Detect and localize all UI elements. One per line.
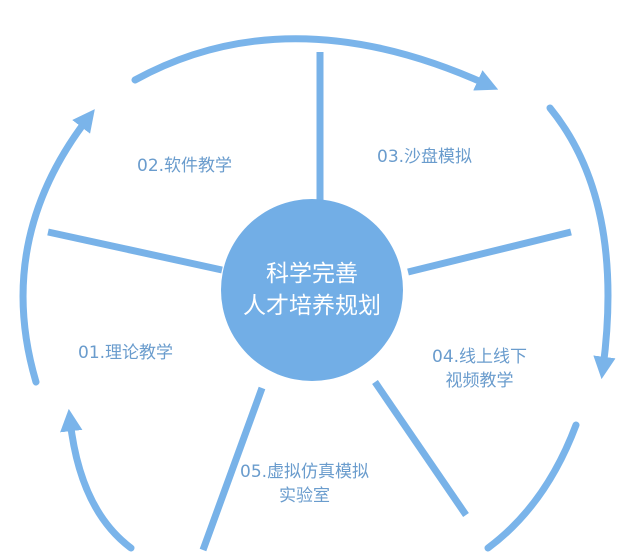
center-title: 科学完善 人才培养规划	[222, 258, 402, 322]
segment-label-online-video-line2: 视频教学	[445, 371, 514, 391]
center-circle	[221, 199, 403, 381]
segment-label-software: 02.软件教学	[137, 156, 233, 176]
cycle-arrow-top	[131, 35, 499, 91]
spoke-right	[407, 228, 572, 276]
segment-label-online-video-line1: 04.线上线下	[432, 347, 528, 367]
segment-label-virtual-lab-line1: 05.虚拟仿真模拟	[240, 462, 370, 482]
cycle-arrow-right	[546, 104, 616, 380]
center-title-line2: 人才培养规划	[243, 293, 381, 319]
spoke-left	[47, 228, 223, 274]
spoke-bottom-left	[199, 386, 266, 552]
segment-label-online-video: 04.线上线下 视频教学	[432, 345, 527, 393]
spoke-bottom-right	[372, 380, 469, 517]
segment-label-theory: 01.理论教学	[78, 343, 174, 363]
cycle-arrow-bottom-right	[484, 421, 580, 552]
segment-label-virtual-lab-line2: 实验室	[279, 486, 331, 506]
cycle-arrow-left	[19, 109, 95, 386]
segment-label-sandbox: 03.沙盘模拟	[377, 147, 473, 167]
cycle-arrow-bottom-left	[60, 408, 135, 552]
segment-label-virtual-lab: 05.虚拟仿真模拟 实验室	[240, 460, 369, 508]
center-title-line1: 科学完善	[266, 261, 358, 287]
